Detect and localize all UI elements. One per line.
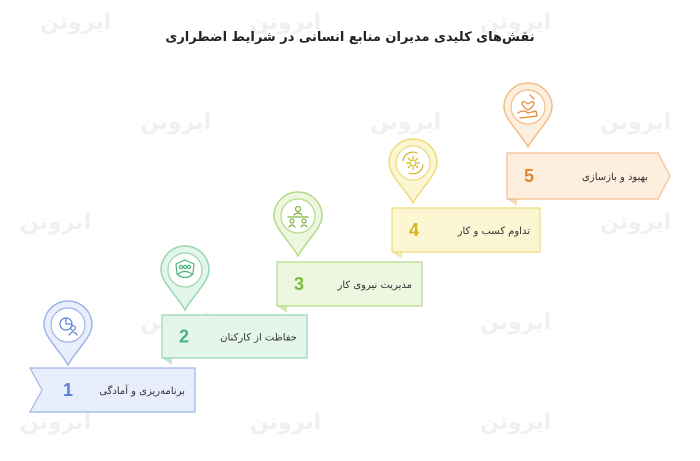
diagram-title: نقش‌های کلیدی مدیران منابع انسانی در شرا… <box>165 30 535 45</box>
step-label: مدیریت نیروی کار <box>337 280 412 291</box>
step-band <box>28 367 196 413</box>
step-number: 1 <box>63 380 73 400</box>
step-band <box>276 261 423 307</box>
step-number: 4 <box>409 220 419 240</box>
shield-people-icon <box>175 259 195 279</box>
pin-inner-circle <box>395 145 431 181</box>
step-fold <box>277 306 287 313</box>
hand-heart-icon <box>517 94 538 119</box>
step-fold <box>507 199 517 206</box>
step-4: 4 تداوم کسب و کار <box>391 207 541 259</box>
step-2: 2 حفاظت از کارکنان <box>161 314 308 365</box>
step-number: 5 <box>524 166 534 186</box>
team-icon <box>287 205 309 228</box>
step-1: 1 برنامه‌ریزی و آمادگی <box>28 367 196 413</box>
pin-inner-circle <box>167 252 203 288</box>
step-fold <box>392 252 402 259</box>
pin-inner-circle <box>510 89 546 125</box>
pin-inner-circle <box>50 307 86 343</box>
step-band <box>161 314 308 359</box>
step-2-pin <box>160 245 210 312</box>
step-label: بهبود و بازسازی <box>582 172 648 183</box>
gear-cycle-icon <box>402 151 424 175</box>
step-band <box>506 152 671 200</box>
step-1-pin <box>43 300 93 367</box>
step-number: 3 <box>294 274 304 294</box>
step-5: 5 بهبود و بازسازی <box>506 152 671 206</box>
step-number: 2 <box>179 327 189 347</box>
step-3: 3 مدیریت نیروی کار <box>276 261 423 313</box>
pin-inner-circle <box>280 198 316 234</box>
step-label: برنامه‌ریزی و آمادگی <box>99 384 185 397</box>
step-band <box>391 207 541 253</box>
chart-user-icon <box>59 317 78 336</box>
step-label: حفاظت از کارکنان <box>220 333 297 344</box>
step-label: تداوم کسب و کار <box>457 226 531 237</box>
step-4-pin <box>388 138 438 205</box>
step-fold <box>162 358 172 365</box>
step-5-pin <box>503 82 553 149</box>
step-3-pin <box>273 191 323 258</box>
